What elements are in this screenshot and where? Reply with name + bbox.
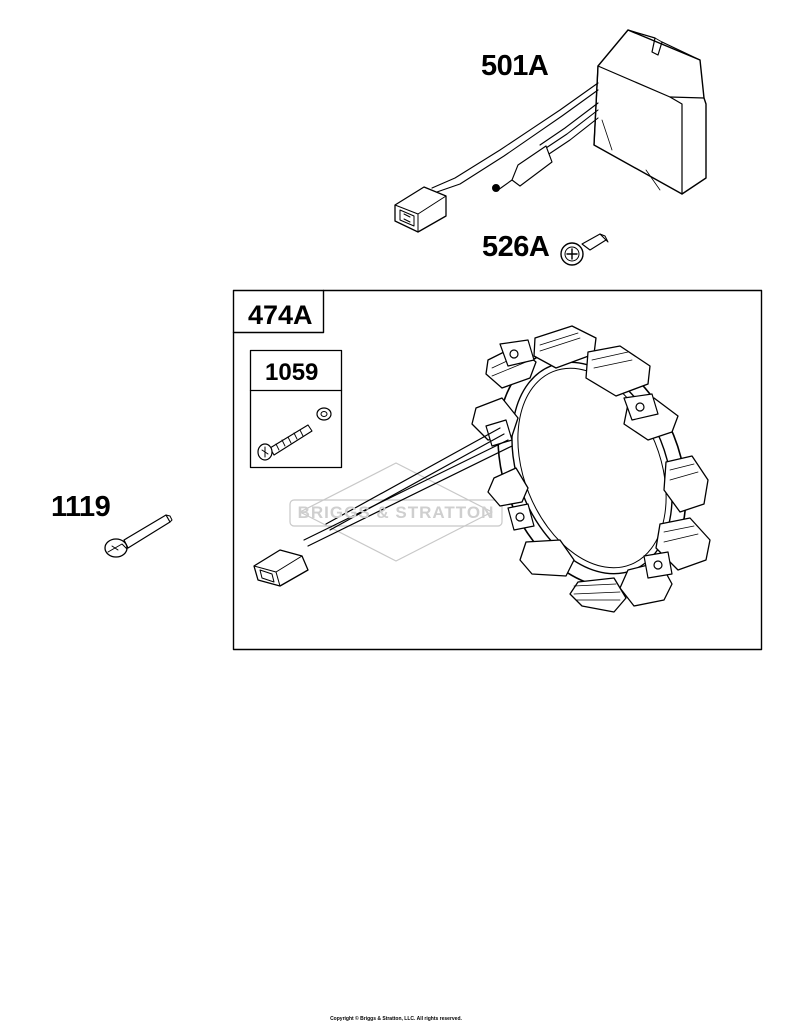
screw-kit-box bbox=[249, 349, 343, 469]
copyright-notice: Copyright © Briggs & Stratton, LLC. All … bbox=[330, 1016, 462, 1022]
label-alternator-screw: 1119 bbox=[51, 491, 111, 523]
label-alternator-group: 474A bbox=[248, 300, 313, 330]
alternator-screw-part[interactable] bbox=[104, 514, 173, 558]
label-regulator: 501A bbox=[481, 50, 549, 82]
regulator-part[interactable] bbox=[394, 29, 707, 233]
regulator-screw-part[interactable] bbox=[560, 233, 609, 266]
label-regulator-screw: 526A bbox=[482, 231, 550, 263]
alternator-part[interactable] bbox=[253, 320, 720, 616]
screw-kit-part[interactable] bbox=[257, 407, 332, 461]
brand-watermark bbox=[289, 462, 503, 562]
watermark-text: BRIGGS & STRATTON bbox=[297, 503, 495, 522]
label-screw-kit: 1059 bbox=[265, 359, 319, 386]
alternator-group-box bbox=[232, 289, 763, 651]
